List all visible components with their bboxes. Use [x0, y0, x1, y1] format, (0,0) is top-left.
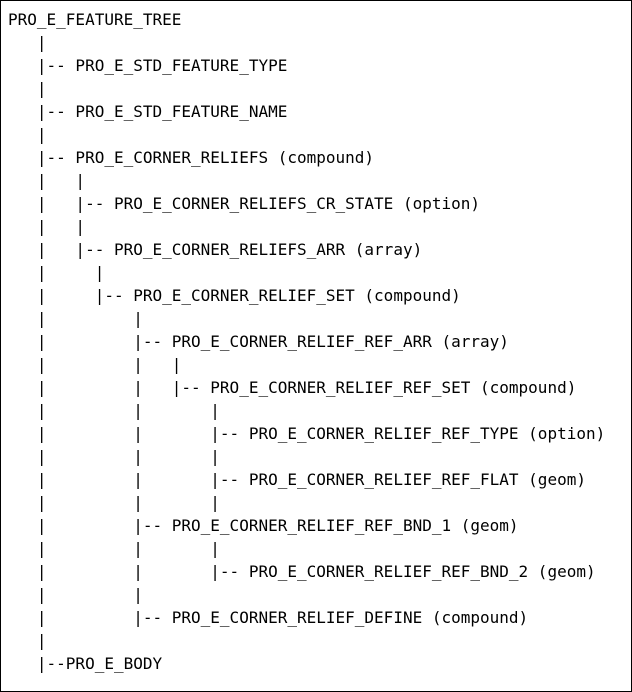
tree-line: | | [8, 585, 143, 604]
tree-line: | | |-- PRO_E_CORNER_RELIEF_REF_BND_2 (g… [8, 562, 596, 581]
tree-line: |-- PRO_E_STD_FEATURE_NAME [8, 102, 288, 121]
tree-line: | | | [8, 401, 220, 420]
tree-line: | | |-- PRO_E_CORNER_RELIEF_REF_SET (com… [8, 378, 577, 397]
tree-line: | [8, 125, 47, 144]
tree-line: | | | [8, 355, 182, 374]
tree-line: | | [8, 171, 86, 190]
tree-line: |-- PRO_E_CORNER_RELIEFS (compound) [8, 148, 375, 167]
tree-line: | | [8, 309, 143, 328]
tree-line: |--PRO_E_BODY [8, 654, 163, 673]
tree-line: | [8, 631, 47, 650]
tree-line: | | |-- PRO_E_CORNER_RELIEF_REF_FLAT (ge… [8, 470, 586, 489]
tree-line: | | | [8, 493, 220, 512]
tree-line: | |-- PRO_E_CORNER_RELIEF_REF_ARR (array… [8, 332, 509, 351]
tree-line: | |-- PRO_E_CORNER_RELIEFS_CR_STATE (opt… [8, 194, 481, 213]
tree-line: | | | [8, 539, 220, 558]
tree-line: | |-- PRO_E_CORNER_RELIEF_REF_BND_1 (geo… [8, 516, 519, 535]
feature-tree: PRO_E_FEATURE_TREE | |-- PRO_E_STD_FEATU… [8, 8, 605, 675]
tree-line: | | [8, 217, 86, 236]
tree-line: | | | [8, 447, 220, 466]
tree-line: | [8, 79, 47, 98]
tree-line: | [8, 33, 47, 52]
tree-line: PRO_E_FEATURE_TREE [8, 10, 182, 29]
tree-line: | | [8, 263, 105, 282]
tree-line: | |-- PRO_E_CORNER_RELIEFS_ARR (array) [8, 240, 423, 259]
tree-line: |-- PRO_E_STD_FEATURE_TYPE [8, 56, 288, 75]
tree-line: | |-- PRO_E_CORNER_RELIEF_SET (compound) [8, 286, 461, 305]
tree-line: | |-- PRO_E_CORNER_RELIEF_DEFINE (compou… [8, 608, 529, 627]
tree-line: | | |-- PRO_E_CORNER_RELIEF_REF_TYPE (op… [8, 424, 606, 443]
